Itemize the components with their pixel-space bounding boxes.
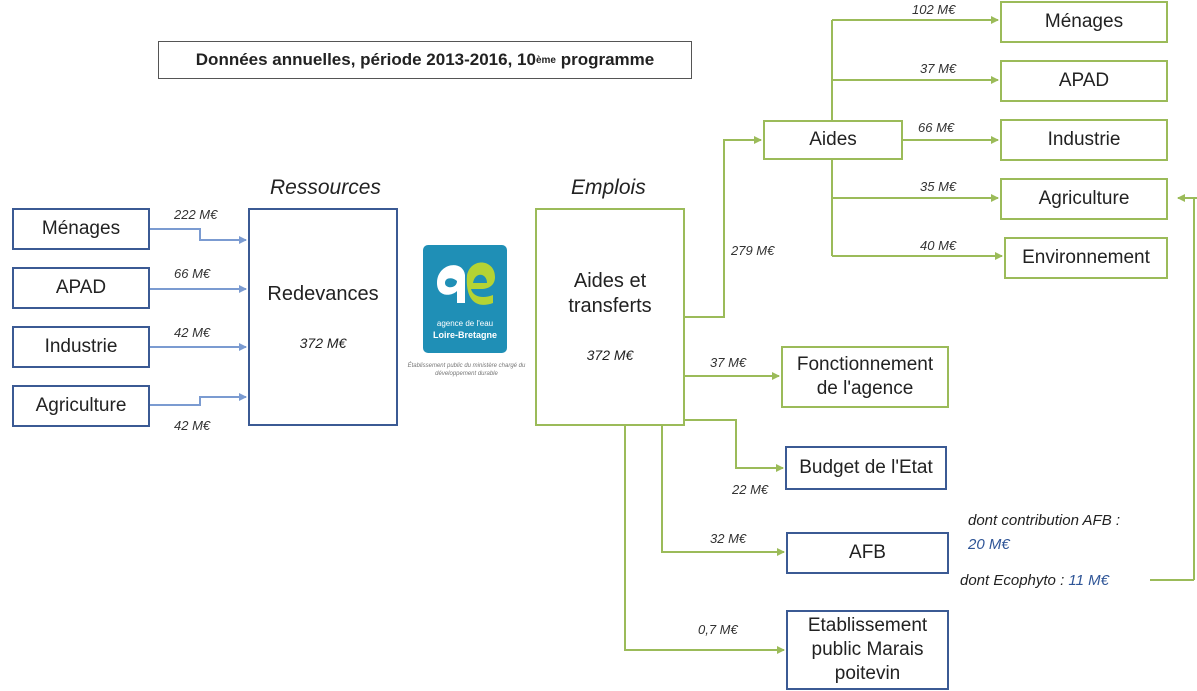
- note-contribution-amount: 20 M€: [968, 536, 1010, 553]
- emplois-arrows: [624, 16, 1197, 654]
- marais-poitevin-box: Etablissement public Marais poitevin: [786, 610, 949, 690]
- amount-aides-menages: 102 M€: [912, 2, 956, 17]
- title-superscript: ème: [535, 54, 556, 66]
- heading-emplois: Emplois: [571, 176, 646, 199]
- source-agriculture: Agriculture: [12, 385, 150, 427]
- ae-logo-icon: [437, 262, 495, 305]
- aides-target-menages: Ménages: [1000, 1, 1168, 43]
- note-ecophyto: dont Ecophyto : 11 M€: [960, 572, 1109, 589]
- amount-apad: 66 M€: [174, 266, 211, 281]
- emplois-line1: Aides et: [573, 270, 647, 293]
- emplois-line2: transferts: [568, 295, 652, 318]
- budget-etat-box: Budget de l'Etat: [785, 446, 947, 490]
- aides-target-industrie: Industrie: [1000, 119, 1168, 161]
- aides-target-agriculture: Agriculture: [1000, 178, 1168, 220]
- heading-ressources: Ressources: [270, 176, 381, 199]
- amount-budget: 22 M€: [732, 482, 769, 497]
- fonctionnement-line2: de l'agence: [816, 378, 914, 399]
- note-contribution-label: dont contribution AFB :: [968, 512, 1121, 529]
- logo-line1: agence de l'eau: [436, 319, 494, 328]
- amount-menages: 222 M€: [174, 207, 218, 222]
- title-suffix: programme: [555, 50, 655, 69]
- logo-caption: Établissement public du ministère chargé…: [407, 363, 526, 377]
- fonctionnement-box: Fonctionnement de l'agence: [781, 346, 949, 408]
- amount-aides-agriculture: 35 M€: [920, 179, 957, 194]
- emplois-amount: 372 M€: [586, 347, 634, 364]
- aides-et-transferts-box: Aides et transferts 372 M€: [535, 208, 685, 426]
- aides-box: Aides: [763, 120, 903, 160]
- source-industrie: Industrie: [12, 326, 150, 368]
- afb-box: AFB: [786, 532, 949, 574]
- title-text: Données annuelles, période 2013-2016, 10: [195, 50, 536, 69]
- redevances-box: Redevances 372 M€: [248, 208, 398, 426]
- marais-line2: public Marais: [811, 639, 924, 661]
- aides-target-apad: APAD: [1000, 60, 1168, 102]
- amount-fonctionnement: 37 M€: [710, 355, 747, 370]
- source-menages: Ménages: [12, 208, 150, 250]
- note-contribution-value: 20 M€: [968, 536, 1010, 553]
- amount-aides: 279 M€: [731, 243, 775, 258]
- note-ecophyto-label: dont Ecophyto :: [960, 572, 1069, 589]
- aides-target-environnement: Environnement: [1004, 237, 1168, 279]
- source-apad: APAD: [12, 267, 150, 309]
- note-ecophyto-amount: 11 M€: [1068, 572, 1109, 589]
- amount-industrie: 42 M€: [174, 325, 211, 340]
- amount-afb: 32 M€: [710, 531, 747, 546]
- amount-marais: 0,7 M€: [698, 622, 738, 637]
- redevances-amount: 372 M€: [299, 334, 347, 351]
- ressources-arrows: [150, 228, 247, 406]
- amount-aides-apad: 37 M€: [920, 61, 957, 76]
- amount-aides-environnement: 40 M€: [920, 238, 957, 253]
- logo-line2: Loire-Bretagne: [432, 330, 497, 340]
- marais-line3: poitevin: [834, 662, 901, 684]
- marais-line1: Etablissement: [807, 615, 928, 637]
- redevances-label: Redevances: [267, 282, 379, 305]
- diagram-title: Données annuelles, période 2013-2016, 10…: [158, 41, 692, 79]
- amount-aides-industrie: 66 M€: [918, 120, 955, 135]
- agence-eau-logo: agence de l'eau Loire-Bretagne: [423, 245, 507, 353]
- amount-agriculture: 42 M€: [174, 418, 211, 433]
- fonctionnement-line1: Fonctionnement: [796, 354, 934, 376]
